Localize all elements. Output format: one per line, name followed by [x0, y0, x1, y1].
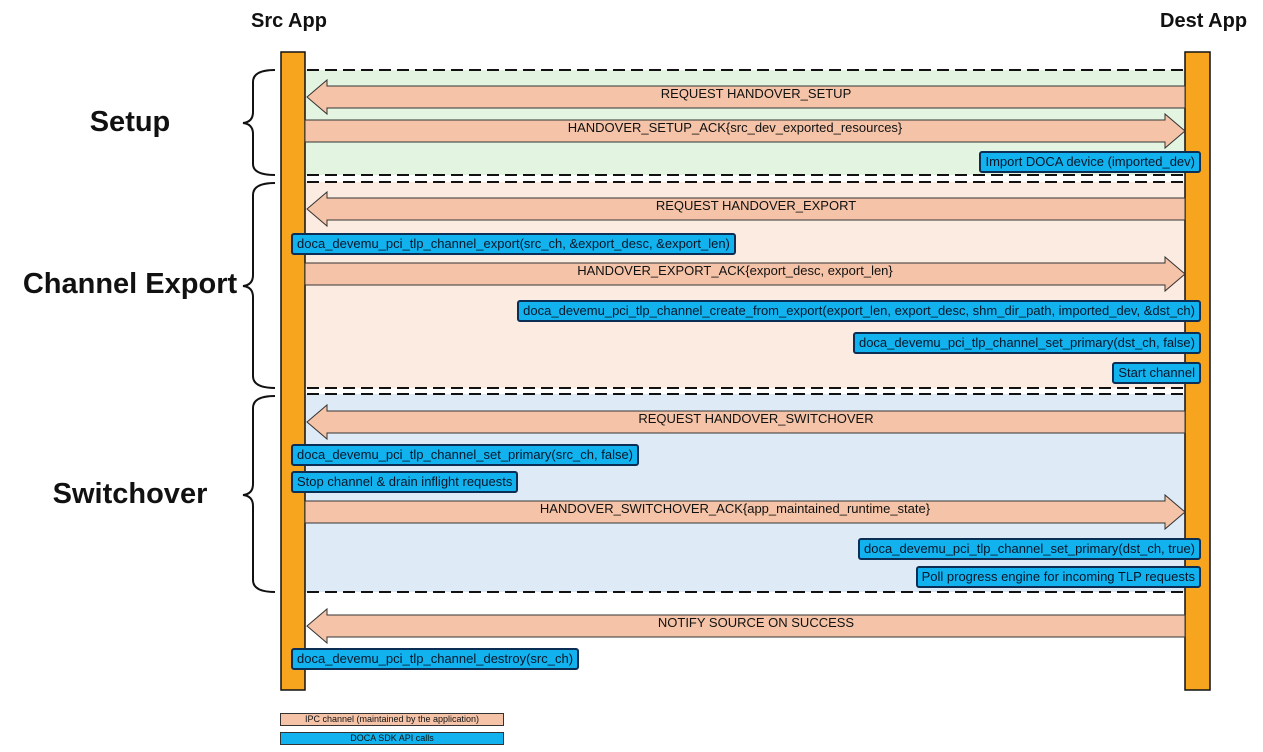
arrow-handover-switchover-ack — [304, 493, 1186, 531]
api-channel-destroy: doca_devemu_pci_tlp_channel_destroy(src_… — [291, 648, 580, 670]
api-set-primary-dst-true: doca_devemu_pci_tlp_channel_set_primary(… — [858, 538, 1201, 560]
message-request-handover-setup: REQUEST HANDOVER_SETUP — [660, 86, 852, 101]
legend-doca-sdk-api: DOCA SDK API calls — [280, 732, 504, 745]
api-stop-channel-drain: Stop channel & drain inflight requests — [291, 471, 519, 493]
arrow-handover-export-ack — [304, 255, 1186, 293]
api-set-primary-src-false: doca_devemu_pci_tlp_channel_set_primary(… — [291, 444, 640, 466]
arrow-handover-setup-ack — [304, 112, 1186, 150]
switchover-brace — [242, 395, 276, 593]
section-label-channel-export: Channel Export — [22, 268, 238, 300]
message-handover-export-ack: HANDOVER_EXPORT_ACK{export_desc, export_… — [577, 263, 893, 278]
api-channel-create-from-export: doca_devemu_pci_tlp_channel_create_from_… — [517, 300, 1201, 322]
api-channel-export: doca_devemu_pci_tlp_channel_export(src_c… — [291, 233, 736, 255]
arrow-request-handover-switchover — [306, 403, 1186, 441]
arrow-request-handover-setup — [306, 78, 1186, 116]
api-poll-progress-engine: Poll progress engine for incoming TLP re… — [915, 566, 1201, 588]
api-set-primary-dst-false: doca_devemu_pci_tlp_channel_set_primary(… — [852, 332, 1201, 354]
message-request-handover-switchover: REQUEST HANDOVER_SWITCHOVER — [638, 411, 874, 426]
api-import-doca-device: Import DOCA device (imported_dev) — [979, 151, 1201, 173]
dest-app-title: Dest App — [1160, 10, 1248, 32]
export-brace — [242, 182, 276, 389]
setup-brace — [242, 69, 276, 176]
message-notify-source-on-success: NOTIFY SOURCE ON SUCCESS — [657, 615, 855, 630]
src-lifeline — [280, 51, 306, 691]
src-app-title: Src App — [251, 10, 327, 32]
section-label-switchover: Switchover — [52, 478, 208, 510]
message-handover-switchover-ack: HANDOVER_SWITCHOVER_ACK{app_maintained_r… — [539, 501, 931, 516]
api-start-channel: Start channel — [1112, 362, 1201, 384]
message-handover-setup-ack: HANDOVER_SETUP_ACK{src_dev_exported_reso… — [567, 120, 903, 135]
section-label-setup: Setup — [89, 106, 171, 138]
legend-ipc-channel: IPC channel (maintained by the applicati… — [280, 713, 504, 726]
arrow-request-handover-export — [306, 190, 1186, 228]
arrow-notify-source — [306, 607, 1186, 645]
message-request-handover-export: REQUEST HANDOVER_EXPORT — [655, 198, 857, 213]
